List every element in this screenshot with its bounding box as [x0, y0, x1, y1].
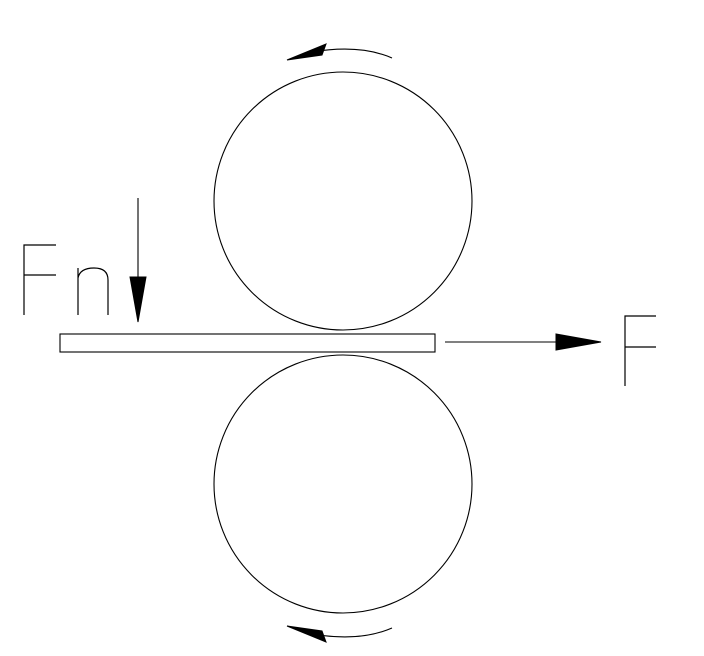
upper-rotation-arrow-icon — [286, 43, 393, 61]
normal-force-arrow — [129, 198, 147, 323]
upper-roller — [213, 71, 473, 331]
normal-force-label: Fn — [23, 244, 109, 315]
strip — [59, 333, 436, 353]
lower-roller — [213, 354, 473, 614]
pull-force-arrow — [445, 333, 602, 351]
pull-force-label: F — [624, 315, 656, 386]
lower-rotation-arrow-icon — [286, 625, 393, 643]
